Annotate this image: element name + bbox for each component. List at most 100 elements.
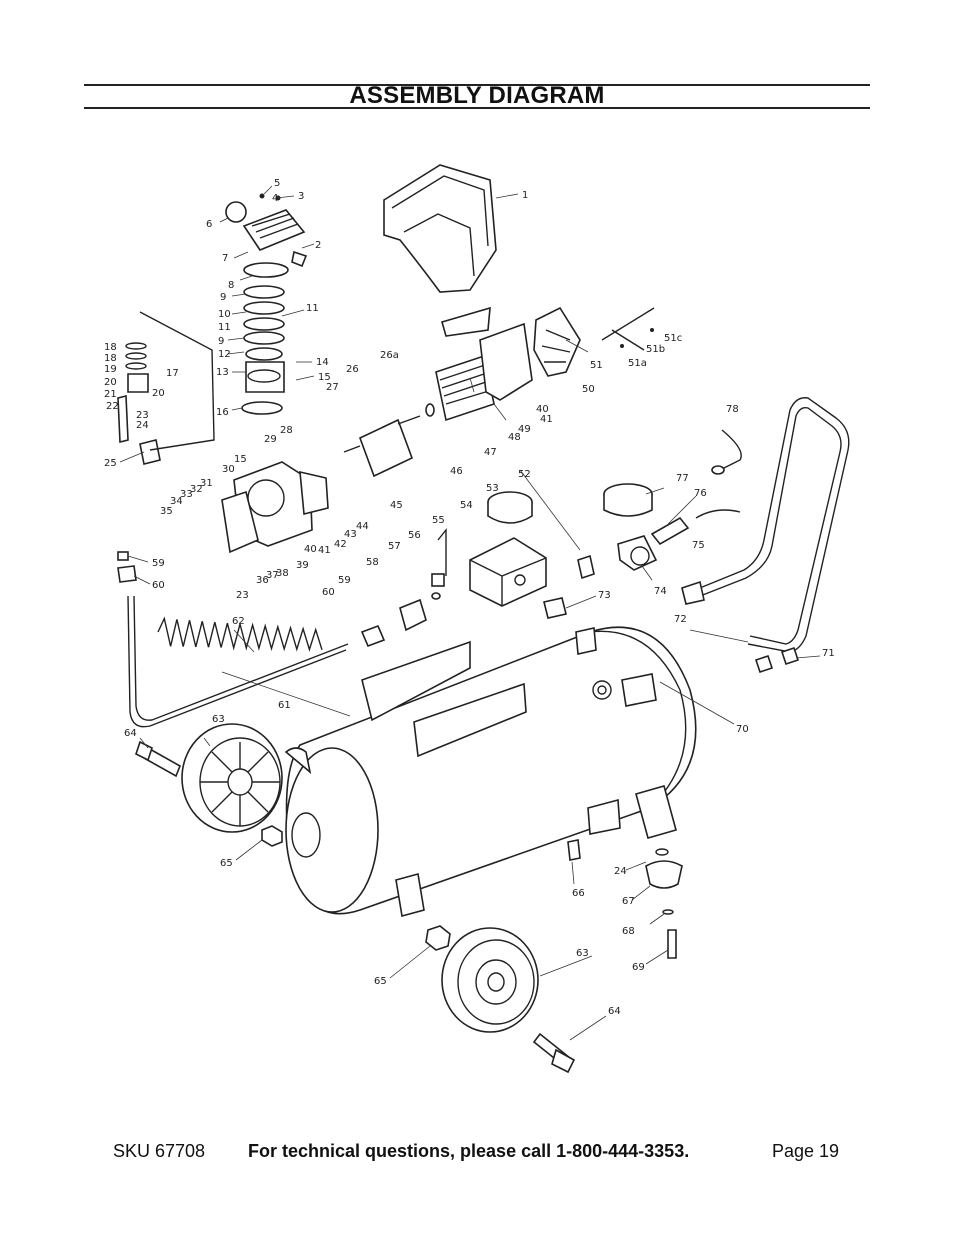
gauge-76-and-wire-75: [650, 429, 742, 546]
svg-text:41: 41: [318, 545, 331, 556]
svg-text:23: 23: [136, 410, 149, 421]
svg-text:52: 52: [518, 469, 531, 480]
svg-text:11: 11: [218, 322, 231, 333]
svg-text:71: 71: [822, 648, 835, 659]
svg-text:17: 17: [166, 368, 179, 379]
svg-text:37: 37: [266, 570, 279, 581]
footer-tech-line: For technical questions, please call 1-8…: [248, 1141, 690, 1161]
svg-text:50: 50: [582, 384, 595, 395]
axles-and-nuts: [135, 740, 576, 1074]
svg-text:9: 9: [220, 292, 226, 303]
svg-text:40: 40: [304, 544, 317, 555]
svg-text:11: 11: [306, 303, 319, 314]
page-title: ASSEMBLY DIAGRAM: [349, 82, 605, 109]
svg-text:30: 30: [222, 464, 235, 475]
svg-text:6: 6: [206, 219, 212, 230]
svg-text:51a: 51a: [628, 358, 647, 369]
svg-text:13: 13: [216, 367, 229, 378]
svg-text:60: 60: [322, 587, 335, 598]
svg-text:10: 10: [218, 309, 231, 320]
svg-text:33: 33: [180, 489, 193, 500]
svg-text:49: 49: [518, 424, 531, 435]
svg-text:40: 40: [536, 404, 549, 415]
svg-text:7: 7: [222, 253, 228, 264]
svg-text:22: 22: [106, 401, 119, 412]
svg-text:75: 75: [692, 540, 705, 551]
pressure-switch: [469, 537, 547, 607]
wheel-right: [441, 927, 539, 1033]
handle: [681, 397, 850, 653]
footer-sku: SKU 67708: [113, 1141, 206, 1161]
svg-text:58: 58: [366, 557, 379, 568]
svg-text:20: 20: [104, 377, 117, 388]
svg-text:34: 34: [170, 496, 183, 507]
svg-text:18: 18: [104, 353, 117, 364]
svg-text:26: 26: [346, 364, 359, 375]
svg-text:61: 61: [278, 700, 291, 711]
air-tank: [285, 626, 697, 915]
svg-text:69: 69: [632, 962, 645, 973]
svg-text:9: 9: [218, 336, 224, 347]
svg-text:70: 70: [736, 724, 749, 735]
crankcase: [221, 461, 329, 554]
svg-text:73: 73: [598, 590, 611, 601]
fan: [533, 306, 581, 377]
svg-text:67: 67: [622, 896, 635, 907]
svg-text:14: 14: [316, 357, 329, 368]
svg-text:38: 38: [276, 568, 289, 579]
svg-text:25: 25: [104, 458, 117, 469]
svg-text:5: 5: [274, 178, 280, 189]
svg-text:51: 51: [590, 360, 603, 371]
bolts-51: [601, 307, 655, 351]
callout-labels: 1 2 3 4 5 6 7 8 9 10 11 11 9 12 13 14 15…: [104, 178, 835, 1017]
motor-rotor: [343, 403, 435, 478]
svg-text:32: 32: [190, 484, 203, 495]
svg-text:64: 64: [124, 728, 137, 739]
header-rule-bottom: [84, 107, 870, 109]
tank-brackets: [284, 640, 677, 918]
footer-page-number: Page 19: [772, 1141, 840, 1161]
svg-text:29: 29: [264, 434, 277, 445]
svg-text:16: 16: [216, 407, 229, 418]
svg-text:48: 48: [508, 432, 521, 443]
wheel-left: [181, 723, 283, 833]
svg-text:4: 4: [272, 193, 278, 204]
filter-53: [487, 491, 533, 524]
svg-text:12: 12: [218, 349, 231, 360]
svg-text:26a: 26a: [380, 350, 399, 361]
svg-text:31: 31: [200, 478, 213, 489]
svg-text:56: 56: [408, 530, 421, 541]
left-small-parts: [117, 311, 215, 583]
svg-text:47: 47: [484, 447, 497, 458]
header-rule-top: [84, 84, 870, 86]
svg-text:15: 15: [318, 372, 331, 383]
svg-text:35: 35: [160, 506, 173, 517]
svg-text:45: 45: [390, 500, 403, 511]
svg-text:54: 54: [460, 500, 473, 511]
tank-bottom-parts: [567, 646, 800, 959]
svg-text:78: 78: [726, 404, 739, 415]
svg-text:74: 74: [654, 586, 667, 597]
shroud: [383, 164, 497, 293]
svg-text:63: 63: [212, 714, 225, 725]
svg-text:44: 44: [356, 521, 369, 532]
svg-text:3: 3: [298, 191, 304, 202]
svg-text:64: 64: [608, 1006, 621, 1017]
svg-text:24: 24: [614, 866, 627, 877]
svg-text:46: 46: [450, 466, 463, 477]
svg-text:65: 65: [220, 858, 233, 869]
svg-text:72: 72: [674, 614, 687, 625]
svg-text:43: 43: [344, 529, 357, 540]
coil-hose: [127, 595, 349, 728]
svg-text:39: 39: [296, 560, 309, 571]
svg-text:57: 57: [388, 541, 401, 552]
svg-text:19: 19: [104, 364, 117, 375]
svg-text:60: 60: [152, 580, 165, 591]
svg-text:77: 77: [676, 473, 689, 484]
pump-head-stack: [225, 193, 308, 415]
svg-text:2: 2: [315, 240, 321, 251]
svg-text:41: 41: [540, 414, 553, 425]
leader-lines: [119, 185, 821, 1041]
svg-text:63: 63: [576, 948, 589, 959]
